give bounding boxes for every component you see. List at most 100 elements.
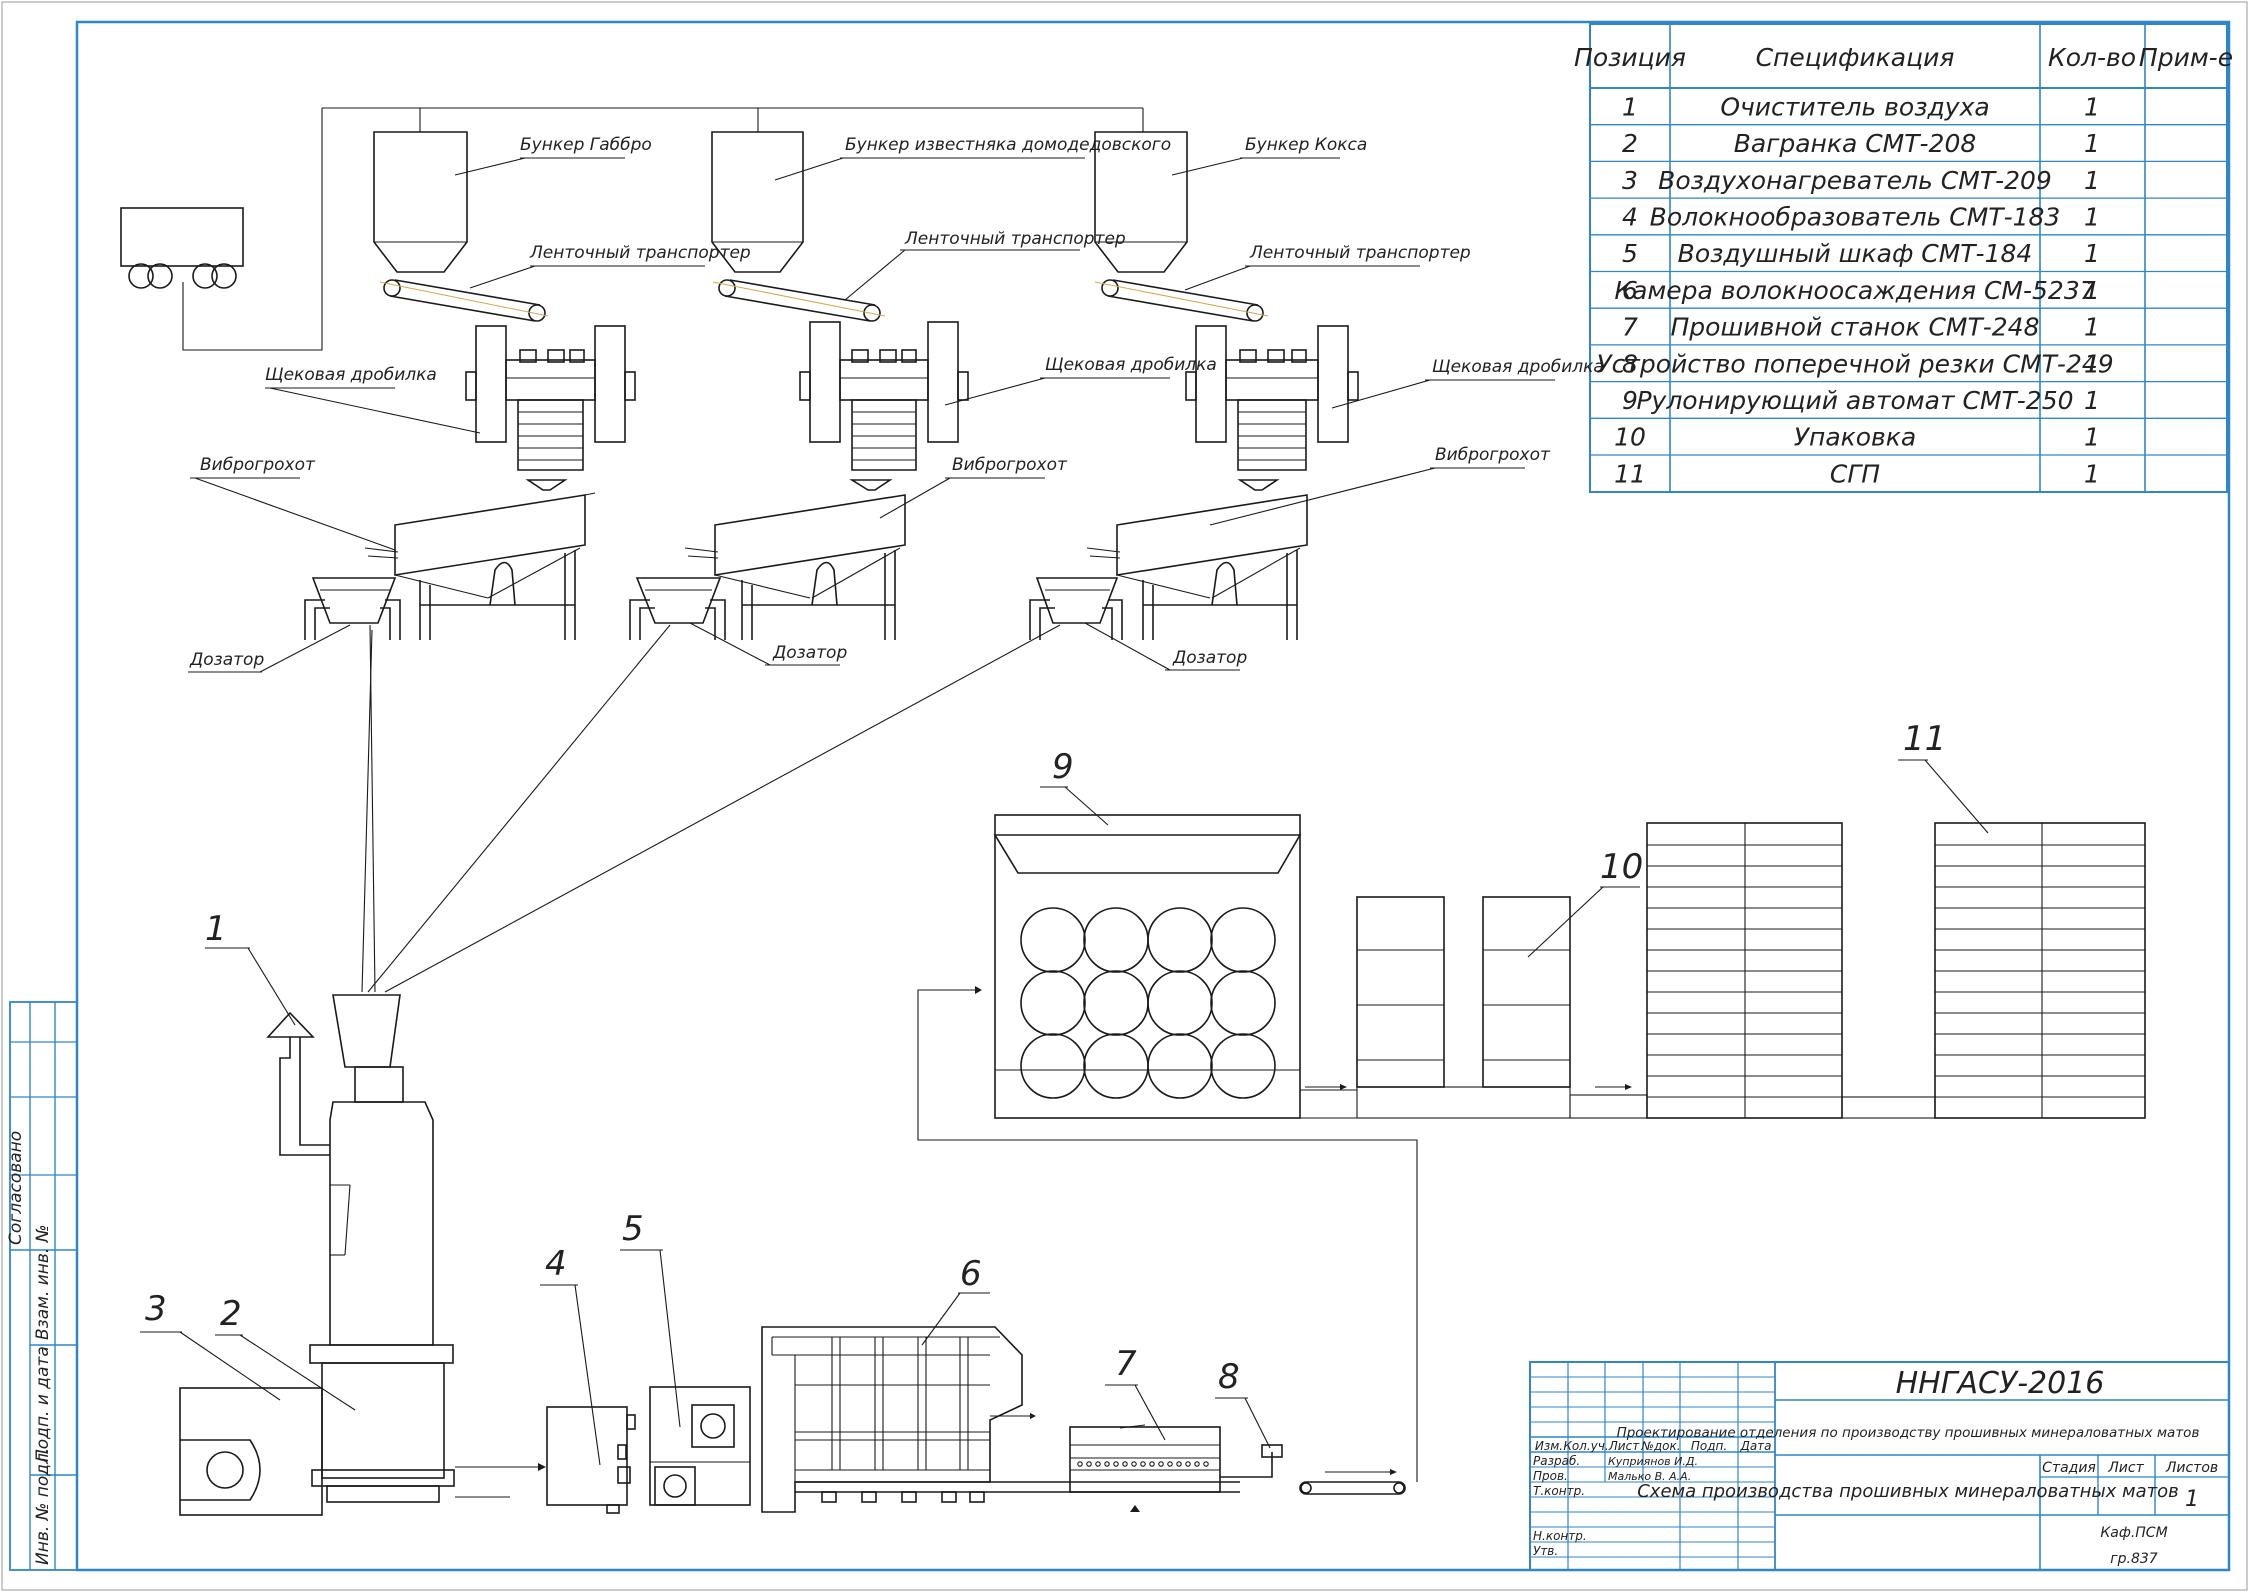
spec-row-name: Камера волокноосаждения СМ-5237: [1614, 276, 2095, 305]
spec-header-position: Позиция: [1574, 43, 1686, 72]
air-cleaner: 1: [205, 909, 330, 1156]
roll-icon: [1020, 907, 1086, 973]
tb-col-header: Изм.: [1535, 1439, 1563, 1453]
pos-3-label: 3: [145, 1289, 167, 1329]
dispenser-3-label: Дозатор: [1172, 648, 1247, 668]
conveyor-2-label: Ленточный транспортер: [904, 229, 1126, 249]
tb-role-label: Утв.: [1533, 1544, 1558, 1558]
stitch-needle: [1194, 1461, 1200, 1467]
spec-row-position: 5: [1622, 239, 1638, 268]
tb-col-header: Дата: [1739, 1439, 1771, 1453]
vibro-screen-3-label: Виброгрохот: [1435, 445, 1551, 465]
spec-row-position: 10: [1614, 423, 1646, 452]
spec-header-spec: Спецификация: [1756, 43, 1955, 72]
stitch-needle: [1104, 1461, 1110, 1467]
pos-2-label: 2: [220, 1294, 242, 1334]
bunker-limestone-label: Бункер известняка домодедовского: [845, 135, 1171, 155]
dispenser-1: Дозатор: [188, 577, 401, 673]
vibro-screen-1-label: Виброгрохот: [200, 455, 316, 475]
tb-role-name: Малько В. А.А.: [1608, 1470, 1691, 1483]
pos-5-label: 5: [622, 1209, 644, 1249]
pos-1-label: 1: [205, 909, 227, 949]
finished-goods-storage: 11: [1646, 719, 2146, 1119]
spec-row-position: 7: [1622, 313, 1638, 342]
vibro-screen-2: Виброгрохот: [684, 455, 1068, 640]
jaw-crusher-1-label: Щековая дробилка: [265, 365, 437, 385]
spec-row-position: 6: [1622, 276, 1638, 305]
rolling-automat: 9: [993, 747, 1302, 1119]
spec-row-qty: 1: [2084, 202, 2100, 231]
tb-dept: Каф.ПСМ: [2100, 1525, 2167, 1541]
spec-row-name: Упаковка: [1794, 423, 1916, 452]
spec-row-position: 3: [1622, 166, 1638, 195]
spec-row-qty: 1: [2084, 166, 2100, 195]
cross-cutter: 8: [1215, 1357, 1283, 1478]
bunker-limestone: Бункер известняка домодедовского: [711, 131, 1171, 273]
spec-header-qty: Кол-во: [2048, 43, 2136, 72]
pos-8-label: 8: [1218, 1357, 1240, 1397]
spec-row-qty: 1: [2084, 386, 2100, 415]
spec-row-position: 2: [1622, 129, 1638, 158]
roll-icon: [1083, 970, 1149, 1036]
dispenser-2: Дозатор: [629, 577, 847, 666]
spec-row-name: Воздушный шкаф СМТ-184: [1678, 239, 2033, 268]
pos-6-label: 6: [960, 1254, 982, 1294]
dispenser-2-label: Дозатор: [772, 643, 847, 663]
stitch-needle: [1158, 1461, 1164, 1467]
tb-role-label: Н.контр.: [1533, 1529, 1587, 1543]
tb-role-label: Пров.: [1533, 1469, 1568, 1483]
dispenser-3: Дозатор: [1029, 577, 1247, 671]
bunker-coke-label: Бункер Кокса: [1245, 135, 1367, 155]
air-cabinet: 5: [620, 1209, 751, 1506]
roll-icon: [1083, 1033, 1149, 1099]
spec-row-name: Волокнообразователь СМТ-183: [1650, 202, 2061, 231]
tb-project: Проектирование отделения по производству…: [1617, 1425, 2200, 1441]
spec-header-note: Прим-е: [2139, 43, 2233, 72]
roll-icon: [1210, 970, 1276, 1036]
jaw-crusher-3: Щековая дробилка: [1185, 325, 1604, 471]
tb-group: гр.837: [2110, 1551, 2158, 1567]
spec-row-position: 4: [1622, 202, 1638, 231]
conveyor-1-label: Ленточный транспортер: [529, 243, 751, 263]
roll-icon: [1020, 970, 1086, 1036]
fiberizer: 4: [540, 1244, 636, 1514]
stitch-needle: [1176, 1461, 1182, 1467]
jaw-crusher-1: Щековая дробилка: [265, 325, 636, 471]
spec-row-qty: 1: [2084, 313, 2100, 342]
tb-col-header: Лист: [1608, 1439, 1640, 1453]
spec-row-position: 1: [1622, 92, 1638, 121]
conveyor-3: Ленточный транспортер: [1094, 243, 1471, 322]
spec-row-qty: 1: [2084, 349, 2100, 378]
spec-row-position: 8: [1622, 349, 1638, 378]
stitch-needle: [1185, 1461, 1191, 1467]
stitch-needle: [1086, 1461, 1092, 1467]
pos-9-label: 9: [1052, 747, 1074, 787]
spec-row-name: Устройство поперечной резки СМТ-249: [1596, 349, 2113, 378]
side-orig-inv-label: Инв. № подл.: [33, 1448, 53, 1565]
conveyor-2: Ленточный транспортер: [712, 229, 1126, 322]
tb-role-label: Т.контр.: [1533, 1484, 1585, 1498]
tb-sheets-label: Листов: [2165, 1460, 2218, 1476]
side-sign-date-label: Подп. и дата: [33, 1346, 53, 1462]
stitch-needle: [1203, 1461, 1209, 1467]
spec-row-qty: 1: [2084, 276, 2100, 305]
stitching-machine: 7: [1069, 1344, 1221, 1512]
stitch-needle: [1131, 1461, 1137, 1467]
stitch-needle: [1140, 1461, 1146, 1467]
roll-icon: [1083, 907, 1149, 973]
spec-row-qty: 1: [2084, 92, 2100, 121]
tb-sheets-value: 1: [2185, 1487, 2199, 1512]
side-agreed-label: Согласовано: [6, 1131, 26, 1245]
roll-icon: [1020, 1033, 1086, 1099]
jaw-crusher-3-label: Щековая дробилка: [1432, 357, 1604, 377]
spec-row-qty: 1: [2084, 459, 2100, 488]
pos-10-label: 10: [1600, 847, 1643, 887]
roll-icon: [1147, 907, 1213, 973]
roll-icon: [1210, 907, 1276, 973]
stitch-needle: [1122, 1461, 1128, 1467]
jaw-crusher-2-label: Щековая дробилка: [1045, 355, 1217, 375]
bunker-gabbro: Бункер Габбро: [373, 131, 652, 273]
